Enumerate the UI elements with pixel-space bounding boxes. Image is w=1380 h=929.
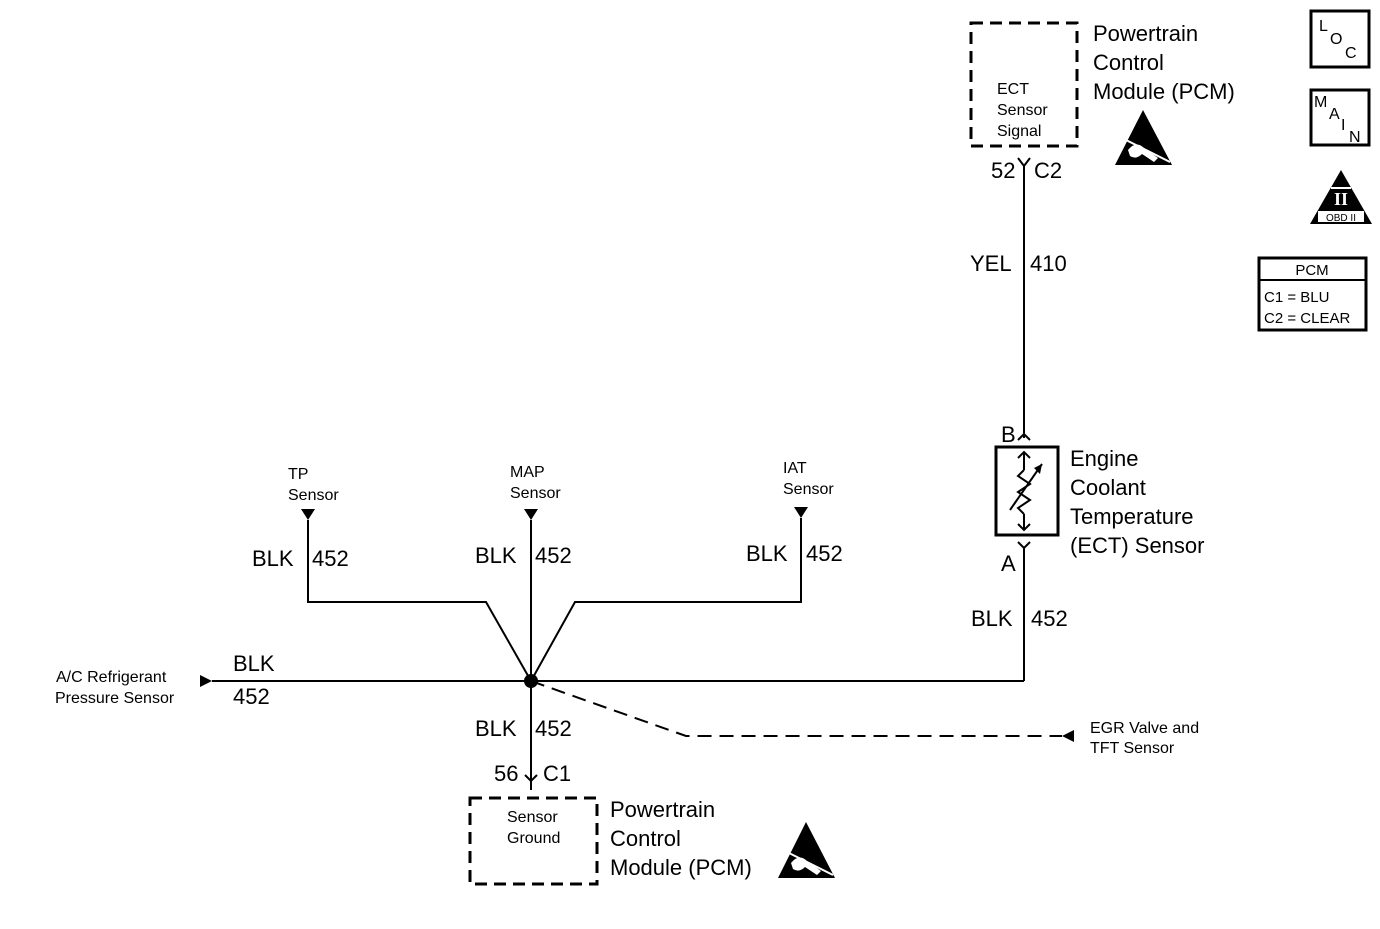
pcm-top-label-line-1: Powertrain <box>1093 21 1198 46</box>
signal-wire-circuit: 410 <box>1030 251 1067 276</box>
pcm-bottom-label-line-2: Control <box>610 826 681 851</box>
pcm-connector-legend: PCM C1 = BLU C2 = CLEAR <box>1257 256 1368 332</box>
tp-sensor-line-1: TP <box>288 466 308 483</box>
pcm-legend-c2: C2 = CLEAR <box>1264 310 1350 327</box>
egr-sensor-arrow-icon <box>1062 730 1074 742</box>
tp-sensor-line-2: Sensor <box>288 487 339 504</box>
signal-wire-color: YEL <box>970 251 1012 276</box>
main-icon[interactable]: M A I N <box>1309 88 1371 147</box>
pcm-bottom-label-line-1: Powertrain <box>610 797 715 822</box>
ect-ground-color: BLK <box>971 606 1013 631</box>
tp-sensor-arrow-icon <box>301 509 315 520</box>
pcm-bottom-box <box>468 796 599 886</box>
tp-wire-circuit: 452 <box>312 546 349 571</box>
pcm-top-box-line-3: Signal <box>997 123 1041 140</box>
pcm-top-label-line-3: Module (PCM) <box>1093 79 1235 104</box>
loc-icon[interactable]: L O C <box>1309 9 1371 69</box>
ac-sensor-arrow-icon <box>200 675 212 687</box>
main-letter-a: A <box>1329 106 1340 123</box>
tp-sensor-wire <box>307 520 532 682</box>
loc-letter-o: O <box>1330 31 1342 48</box>
egr-sensor-wire <box>530 680 1062 737</box>
tp-wire-color: BLK <box>252 546 294 571</box>
pcm-top-box-line-2: Sensor <box>997 102 1048 119</box>
connector-c2-symbol <box>1017 157 1031 168</box>
egr-sensor-line-2: TFT Sensor <box>1090 740 1175 757</box>
map-sensor-line-2: Sensor <box>510 485 561 502</box>
pcm-ground-color: BLK <box>475 716 517 741</box>
pcm-ground-circuit: 452 <box>535 716 572 741</box>
ac-sensor-line-2: Pressure Sensor <box>55 690 175 707</box>
pcm-bottom-label-line-3: Module (PCM) <box>610 855 752 880</box>
thermistor-icon <box>1009 450 1043 532</box>
ac-wire-color: BLK <box>233 651 275 676</box>
ect-terminal-b: B <box>1001 422 1016 447</box>
pcm-bottom-connector: C1 <box>543 761 571 786</box>
ect-sensor-box <box>994 445 1060 537</box>
ect-label-line-1: Engine <box>1070 446 1139 471</box>
ect-ground-circuit: 452 <box>1031 606 1068 631</box>
esd-warning-icon <box>778 822 835 878</box>
ac-wire-circuit: 452 <box>233 684 270 709</box>
pcm-top-connector: C2 <box>1034 158 1062 183</box>
terminal-a-symbol <box>1017 541 1031 550</box>
main-letter-n: N <box>1349 129 1361 146</box>
main-letter-i: I <box>1341 117 1345 134</box>
iat-sensor-line-2: Sensor <box>783 481 834 498</box>
ect-label-line-4: (ECT) Sensor <box>1070 533 1204 558</box>
loc-letter-l: L <box>1319 18 1328 35</box>
pcm-top-label-line-2: Control <box>1093 50 1164 75</box>
obd-ii-icon[interactable]: II OBD II <box>1310 170 1372 224</box>
pcm-top-box-line-1: ECT <box>997 81 1029 98</box>
main-letter-m: M <box>1314 94 1327 111</box>
pcm-top-pin: 52 <box>991 158 1015 183</box>
map-sensor-line-1: MAP <box>510 464 545 481</box>
iat-wire-circuit: 452 <box>806 541 843 566</box>
iat-sensor-wire <box>530 518 802 682</box>
pcm-bottom-box-line-1: Sensor <box>507 809 558 826</box>
pcm-legend-title: PCM <box>1295 262 1328 279</box>
ect-terminal-a: A <box>1001 551 1016 576</box>
iat-wire-color: BLK <box>746 541 788 566</box>
ac-sensor-line-1: A/C Refrigerant <box>56 669 167 686</box>
terminal-b-symbol <box>1017 432 1031 441</box>
esd-warning-icon <box>1115 110 1172 165</box>
egr-sensor-line-1: EGR Valve and <box>1090 720 1199 737</box>
map-wire-circuit: 452 <box>535 543 572 568</box>
loc-letter-c: C <box>1345 45 1357 62</box>
map-wire-color: BLK <box>475 543 517 568</box>
iat-sensor-line-1: IAT <box>783 460 807 477</box>
ect-label-line-2: Coolant <box>1070 475 1146 500</box>
ect-label-line-3: Temperature <box>1070 504 1194 529</box>
obd-label: OBD II <box>1326 213 1356 224</box>
pcm-legend-c1: C1 = BLU <box>1264 289 1329 306</box>
map-sensor-arrow-icon <box>524 509 538 520</box>
pcm-bottom-pin: 56 <box>494 761 518 786</box>
obd-numeral: II <box>1334 189 1348 209</box>
pcm-bottom-box-line-2: Ground <box>507 830 560 847</box>
iat-sensor-arrow-icon <box>794 507 808 518</box>
